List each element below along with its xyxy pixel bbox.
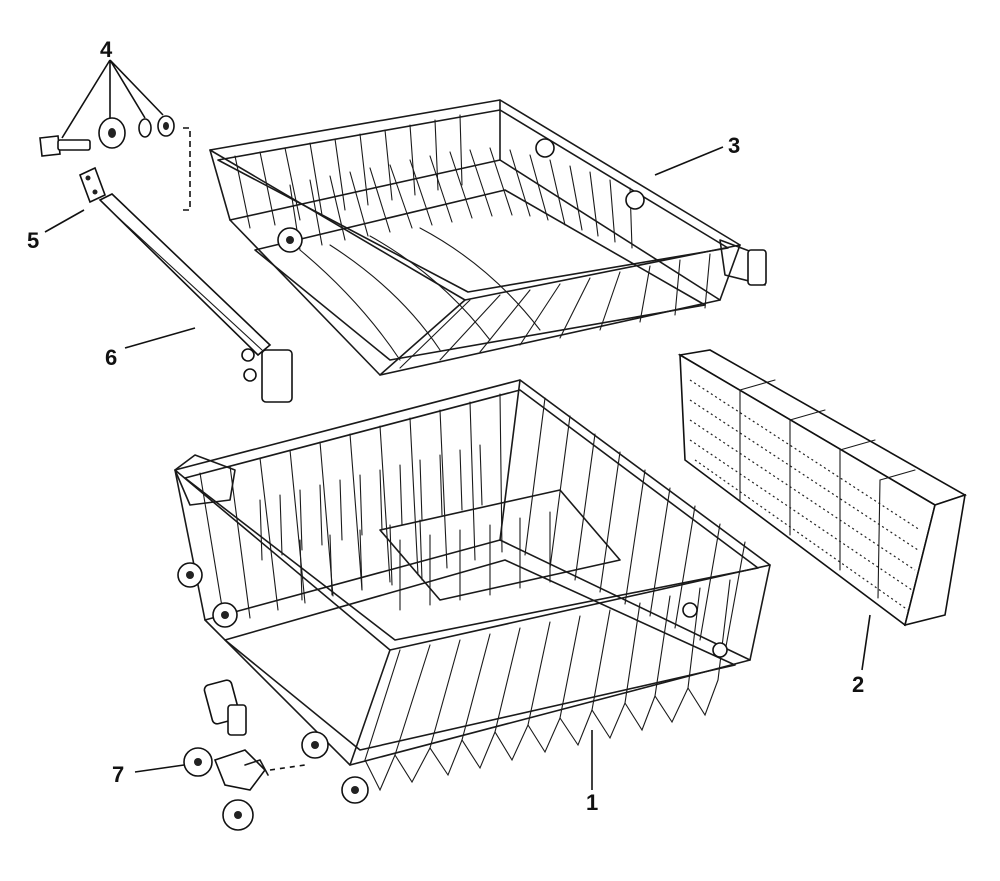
leader-part-6: [124, 327, 196, 349]
callout-part-3: 3: [728, 133, 740, 158]
leader-part-7: [134, 764, 185, 773]
callout-part-5: 5: [27, 228, 39, 253]
lower-rack: [174, 379, 771, 804]
leader-part-7-dashed: [269, 764, 306, 771]
leader-part-5: [44, 209, 85, 233]
leader-part-4: [61, 59, 164, 139]
silverware-basket: [677, 349, 967, 627]
rack-rail: [98, 193, 293, 403]
rail-bracket: [78, 166, 107, 204]
callout-part-1: 1: [586, 790, 598, 815]
callout-part-7: 7: [112, 762, 124, 787]
leader-part-3: [654, 146, 724, 176]
leader-part-2: [861, 614, 871, 671]
wheel-clip-assembly: [183, 679, 269, 831]
wheel-screw-set: [39, 115, 175, 157]
callout-part-6: 6: [105, 345, 117, 370]
upper-rack-bracket: [183, 127, 191, 211]
callout-part-4: 4: [100, 37, 113, 62]
upper-rack: [209, 99, 767, 376]
callout-part-2: 2: [852, 672, 864, 697]
